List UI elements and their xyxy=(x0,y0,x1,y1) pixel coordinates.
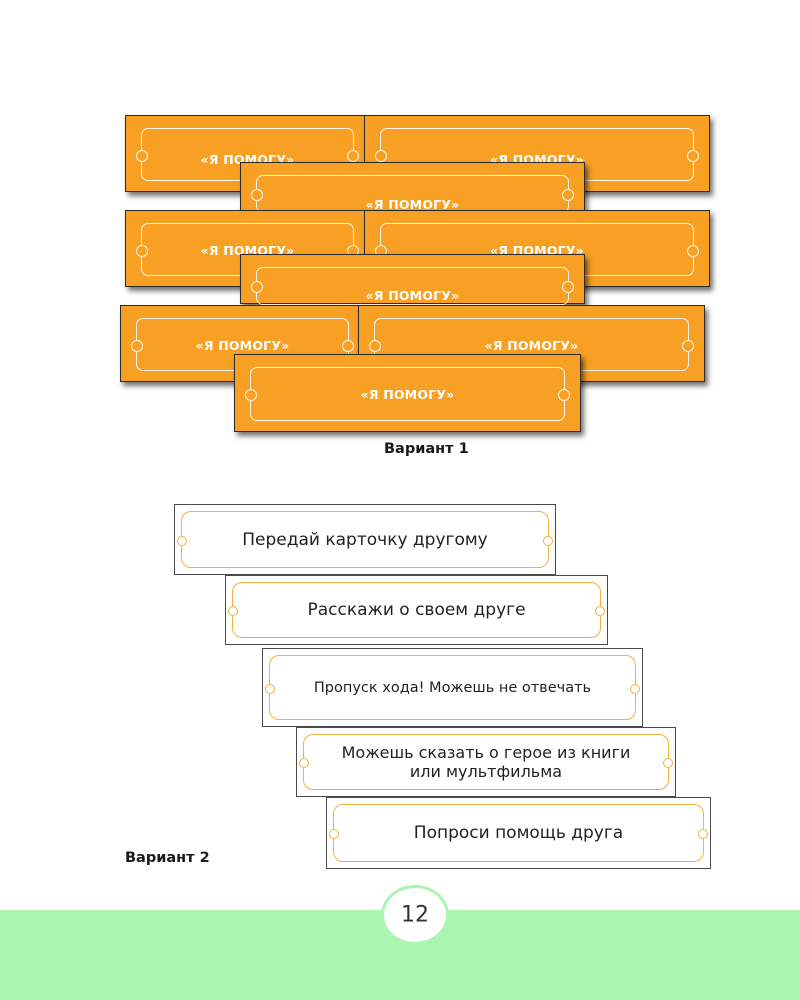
card-label: «Я ПОМОГУ» xyxy=(484,338,579,353)
card-label: «Я ПОМОГУ» xyxy=(365,288,460,303)
ya-pomogu-card: «Я ПОМОГУ» xyxy=(240,162,585,213)
ya-pomogu-card: «Я ПОМОГУ» xyxy=(240,254,585,305)
task-card: Расскажи о своем друге xyxy=(225,575,608,645)
task-card-text: Пропуск хода! Можешь не отвечать xyxy=(313,679,592,696)
card-label: «Я ПОМОГУ» xyxy=(195,338,290,353)
task-card-text: Попроси помощь друга xyxy=(413,823,624,843)
ya-pomogu-card: «Я ПОМОГУ» xyxy=(234,354,581,432)
task-card-text: Передай карточку другому xyxy=(242,529,488,550)
task-card-text: Расскажи о своем друге xyxy=(307,600,526,620)
page-number: 12 xyxy=(401,902,429,928)
task-card-text: Можешь сказать о герое из книги или муль… xyxy=(341,743,631,781)
task-card: Можешь сказать о герое из книги или муль… xyxy=(296,727,676,797)
variant2-caption: Вариант 2 xyxy=(125,850,210,866)
page-number-badge: 12 xyxy=(381,885,449,945)
variant1-caption: Вариант 1 xyxy=(384,441,469,457)
task-card: Пропуск хода! Можешь не отвечать xyxy=(262,648,643,727)
task-card: Передай карточку другому xyxy=(174,504,556,575)
card-label: «Я ПОМОГУ» xyxy=(360,387,455,402)
card-label: «Я ПОМОГУ» xyxy=(365,197,460,212)
task-card: Попроси помощь друга xyxy=(326,797,711,869)
